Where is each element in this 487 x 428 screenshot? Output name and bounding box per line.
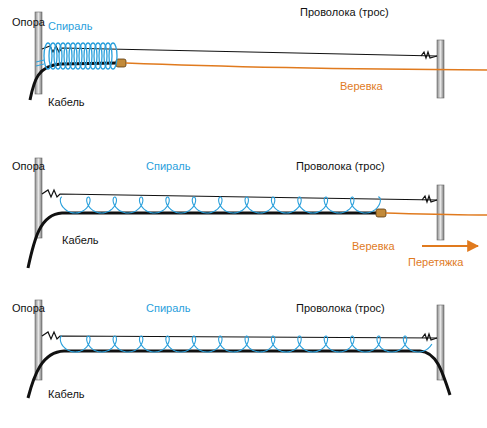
part-label: Перетяжка [408,256,463,269]
part-label: Спираль [146,302,190,315]
panel-2 [28,158,487,268]
pole [437,185,444,240]
part-label: Проволока (трос) [296,160,385,173]
wire [42,332,437,339]
panel-1 [30,12,487,100]
part-label: Кабель [48,96,85,109]
pull-arrow [422,245,478,247]
part-label: Веревка [340,80,383,93]
wire-tie [422,196,437,202]
spiral [60,197,380,213]
part-label: Веревка [352,240,395,253]
spiral-coil [44,43,117,69]
cable-grip [376,209,386,217]
part-label: Проволока (трос) [300,6,389,19]
part-label: Кабель [48,388,85,401]
cable [28,213,378,268]
cable-grip [116,59,126,67]
wire-tie [422,334,437,340]
part-label: Проволока (трос) [296,302,385,315]
spiral-path [60,197,380,213]
panel-3 [28,300,450,398]
part-label: Опора [12,302,45,315]
wire [42,190,437,200]
part-label: Кабель [62,234,99,247]
cable [28,351,450,398]
part-label: Опора [12,160,45,173]
part-label: Спираль [146,160,190,173]
part-label: Спираль [48,20,92,33]
rope [126,63,487,70]
coil-turn [109,43,117,69]
wire-tie [421,52,437,58]
spiral-path [60,336,432,352]
rope [386,213,487,215]
spiral [60,336,432,352]
spiral-tie [36,60,44,66]
part-label: Опора [12,16,45,29]
